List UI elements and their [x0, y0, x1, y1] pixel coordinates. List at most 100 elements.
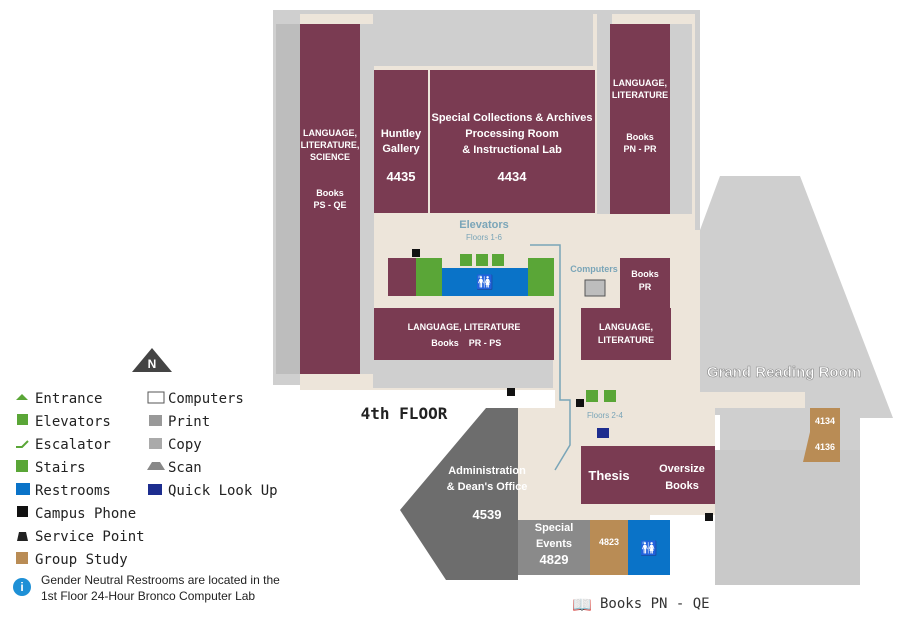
phone-icons — [412, 249, 713, 521]
svg-text:Entrance: Entrance — [35, 391, 102, 407]
svg-text:Special: Special — [535, 522, 574, 534]
svg-text:Quick Look Up: Quick Look Up — [168, 483, 278, 499]
svg-text:Restrooms: Restrooms — [35, 483, 111, 499]
svg-text:4539: 4539 — [473, 507, 502, 522]
label-thesis: Thesis — [588, 468, 629, 483]
quick-look-up-map-icon — [597, 428, 609, 438]
label-group-4134: 4134 — [815, 416, 835, 426]
room-lang-lit-ps — [374, 308, 554, 360]
svg-text:Processing Room: Processing Room — [465, 128, 559, 140]
note-line-2: 1st Floor 24-Hour Bronco Computer Lab — [41, 589, 255, 603]
label-grand-reading-room: Grand Reading Room — [707, 364, 861, 381]
service-point-icon — [17, 532, 28, 541]
restroom-south-icon: 🚻 — [640, 540, 657, 557]
restroom-core — [442, 268, 528, 296]
note-line-1: Gender Neutral Restrooms are located in … — [41, 573, 280, 587]
room-books-pr — [620, 258, 670, 308]
label-special-collections: Special Collections & Archives Processin… — [432, 112, 593, 184]
legend-col1: Entrance Elevators Escalator Stairs Rest… — [16, 391, 145, 568]
svg-text:PR - PS: PR - PS — [469, 338, 502, 348]
svg-text:LANGUAGE,: LANGUAGE, — [303, 128, 357, 138]
room-huntley — [374, 70, 428, 213]
svg-text:Service Point: Service Point — [35, 529, 145, 545]
ne-grey-block — [597, 14, 612, 214]
floor-label: 4th FLOOR — [361, 404, 448, 423]
room-lang-lit-small — [581, 308, 671, 360]
svg-text:4829: 4829 — [540, 552, 569, 567]
elevator-icon — [17, 414, 28, 425]
room-thesis — [581, 446, 715, 504]
svg-text:4435: 4435 — [387, 169, 416, 184]
stairs-icon — [16, 460, 28, 472]
label-huntley: Huntley Gallery 4435 — [381, 128, 422, 184]
svg-text:Campus Phone: Campus Phone — [35, 506, 136, 522]
label-group-4823: 4823 — [599, 537, 619, 547]
room-group-4823 — [590, 520, 628, 575]
svg-text:Administration: Administration — [448, 465, 526, 477]
svg-text:LANGUAGE,: LANGUAGE, — [613, 78, 667, 88]
svg-text:Special Collections & Archives: Special Collections & Archives — [432, 112, 593, 124]
svg-text:Elevators: Elevators — [35, 414, 111, 430]
svg-text:Computers: Computers — [168, 391, 244, 407]
svg-text:LANGUAGE, LITERATURE: LANGUAGE, LITERATURE — [408, 322, 521, 332]
svg-text:Group Study: Group Study — [35, 552, 128, 568]
label-elevators: Elevators — [459, 219, 509, 231]
room-east-books — [610, 24, 670, 214]
room-special-events — [518, 520, 590, 575]
west-wall-strip — [276, 24, 300, 374]
svg-text:Print: Print — [168, 414, 210, 430]
label-group-4136: 4136 — [815, 442, 835, 452]
admin-area — [400, 408, 555, 580]
label-special-events: Special Events 4829 — [535, 522, 574, 567]
quick-look-up-icon — [148, 484, 162, 495]
stairs-right — [528, 258, 554, 296]
route-path — [530, 244, 571, 471]
label-lang-lit-ps: LANGUAGE, LITERATURE Books PR - PS — [408, 322, 521, 348]
computers-map-icon — [584, 279, 606, 297]
label-books-pr: Books PR — [631, 269, 659, 292]
svg-text:Books: Books — [626, 132, 654, 142]
room-group-4136 — [803, 432, 840, 462]
east-wall-strip — [670, 24, 692, 214]
upper-corridor-block — [373, 14, 593, 66]
label-books-pn-qe: Books PN - QE — [600, 596, 710, 612]
info-glyph: i — [20, 580, 23, 594]
svg-text:& Instructional Lab: & Instructional Lab — [462, 144, 562, 156]
computer-icon — [147, 391, 165, 404]
svg-text:LITERATURE,: LITERATURE, — [301, 140, 360, 150]
entrance-icon — [16, 394, 28, 400]
copy-icon — [149, 438, 162, 449]
label-elevators-floors: Floors 1-6 — [466, 233, 503, 242]
grand-reading-room-area — [700, 176, 893, 455]
svg-text:& Dean's Office: & Dean's Office — [447, 481, 528, 493]
svg-text:Stairs: Stairs — [35, 460, 86, 476]
scan-icon — [147, 462, 165, 470]
svg-text:LITERATURE: LITERATURE — [598, 335, 654, 345]
restroom-core-icon: 🚻 — [476, 274, 493, 291]
svg-text:4434: 4434 — [498, 169, 528, 184]
label-escalator-floors: Floors 2-4 — [587, 411, 624, 420]
svg-text:Books: Books — [316, 188, 344, 198]
group-study-icon — [16, 552, 28, 564]
label-east-books: LANGUAGE, LITERATURE Books PN - PR — [612, 78, 668, 154]
info-icon — [13, 578, 31, 596]
svg-text:Books: Books — [431, 338, 459, 348]
room-west-books — [300, 24, 360, 374]
label-oversize-1: Oversize — [659, 463, 705, 475]
stairs-left — [416, 258, 442, 296]
elevator-icons — [460, 254, 616, 402]
svg-text:N: N — [148, 357, 157, 371]
books-icon: 📖 — [572, 597, 592, 614]
svg-text:Gallery: Gallery — [382, 143, 420, 155]
svg-text:Escalator: Escalator — [35, 437, 111, 453]
room-group-4134 — [810, 408, 840, 432]
lower-east-area — [715, 450, 860, 585]
phone-icon — [17, 506, 28, 517]
svg-text:Copy: Copy — [168, 437, 202, 453]
escalator-icon — [16, 440, 29, 448]
label-west-books: LANGUAGE, LITERATURE, SCIENCE Books PS -… — [301, 128, 360, 210]
middle-wall-strip — [360, 24, 374, 374]
core-room-left — [388, 258, 416, 296]
label-admin: Administration & Dean's Office 4539 — [447, 465, 528, 522]
